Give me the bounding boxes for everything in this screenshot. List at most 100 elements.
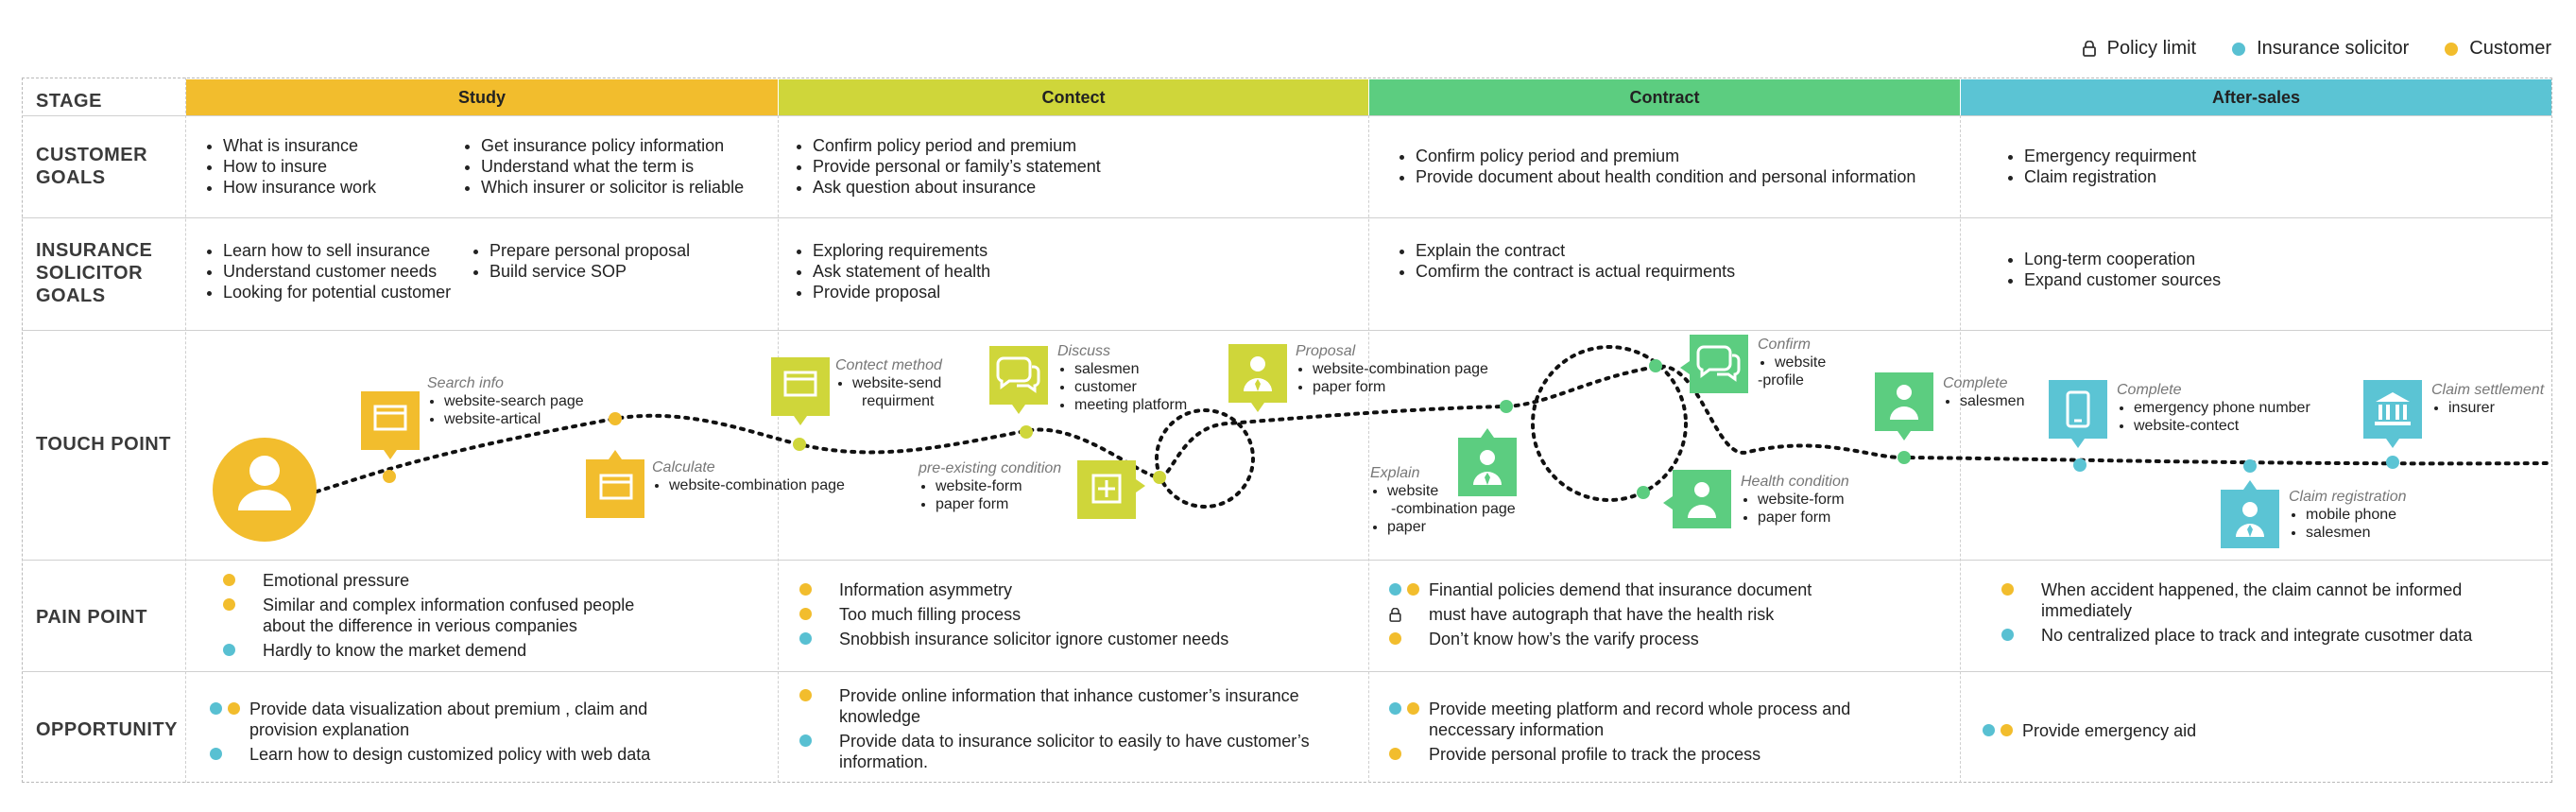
touchpoint-item-continued: -profile [1758,372,1804,389]
touchpoint-item: paper [1387,518,1516,536]
row-label-solicitor-goals: INSURANCE SOLICITOR GOALS [36,239,152,307]
customer-dot-icon [1389,748,1401,760]
goal-item: Looking for potential customer [223,282,451,302]
goal-item: Understand customer needs [223,261,451,282]
stage-contract: Contract [1369,79,1960,115]
row-label-line: GOALS [36,285,106,306]
goal-item: Provide proposal [813,282,990,302]
goal-item: Confirm policy period and premium [813,135,1101,156]
stage-aftersales: After-sales [1961,79,2551,115]
touchpoint-claim-settlement: Claim settlement insurer [2431,381,2544,417]
touchpoint-item-continued: -combination page [1391,501,1516,517]
touchpoint-item: website-contect [2134,417,2310,435]
touchpoint-title: Claim settlement [2431,382,2545,398]
actor-markers [799,629,839,645]
item-text: Finantial policies demend that insurance… [1429,580,1812,599]
touchpoint-item: paper form [1758,509,1849,527]
bank-icon [2363,380,2422,448]
touchpoint-title: Proposal [1296,343,1356,359]
actor-markers [223,570,263,586]
item-text: Provide online information that inhance … [839,686,1299,726]
customer-dot-icon [228,702,240,715]
touchpoint-item-continued: requirment [862,393,935,409]
goal-item: Long-term cooperation [2024,249,2221,269]
customer-dot-icon [799,583,812,596]
actor-markers [799,604,839,620]
legend-insurance-solicitor: Insurance solicitor [2232,38,2409,60]
goal-item: Understand what the term is [481,156,744,177]
customer-dot-icon [799,608,812,620]
item-text: Hardly to know the market demend [263,641,527,660]
column-divider [185,78,186,783]
opportunity-item: Learn how to design customized policy wi… [210,744,682,765]
row-label-line: SOLICITOR [36,263,144,284]
browser-icon [361,391,420,459]
goal-item: How to insure [223,156,376,177]
actor-markers [799,685,839,701]
actor-markers [799,731,839,747]
customer-dot-icon [1407,702,1419,715]
solicitor-dot-icon [2001,629,2014,641]
touchpoint-title: pre-existing condition [919,460,1062,476]
goal-item: Confirm policy period and premium [1416,146,1915,166]
touchpoint-item: website-form [936,477,1061,495]
solicitor-dot-icon [799,632,812,645]
chat-icon [1680,335,1748,393]
journey-dot [1898,451,1911,464]
item-text: Provide personal profile to track the pr… [1429,745,1761,764]
solicitor-dot-icon [210,748,222,760]
journey-dot [2073,458,2087,472]
browser-icon [771,357,830,425]
actor-markers [1389,604,1429,622]
row-label-touch-point: TOUCH POINT [36,434,171,455]
customer-dot-icon [2445,42,2459,56]
touchpoint-title: Explain [1370,465,1420,481]
touchpoint-explain: Explain website -combination page paper [1370,464,1516,536]
pain-points-aftersales: When accident happened, the claim cannot… [2001,579,2531,649]
row-divider [22,671,2552,672]
pain-point-item: Similar and complex information confused… [223,595,667,636]
goal-item: Get insurance policy information [481,135,744,156]
touchpoint-item: salesmen [1074,360,1187,378]
row-divider [22,330,2552,331]
goal-item: Provide personal or family’s statement [813,156,1101,177]
legend-label: Policy limit [2106,38,2197,59]
journey-dot [793,438,806,451]
column-divider [1368,115,1369,783]
row-label-stage: STAGE [36,91,102,112]
solicitor-dot-icon [1983,724,1995,736]
stage-contect: Contect [779,79,1368,115]
chat-icon [989,346,1048,414]
journey-dot [1500,400,1513,413]
actor-markers [2001,579,2041,596]
customer-goals-study-a: What is insurance How to insure How insu… [202,135,376,198]
journey-dot [2243,459,2257,473]
opportunities-contect: Provide online information that inhance … [799,685,1329,776]
journey-dot [1637,486,1650,499]
touchpoint-search-info: Search info website-search page website-… [427,374,584,428]
goal-item: Explain the contract [1416,240,1735,261]
actor-markers [1389,579,1429,596]
customer-goals-aftersales: Emergency requirment Claim registration [2003,146,2196,187]
customer-avatar [213,438,317,542]
row-divider [22,560,2552,561]
goal-item: Comfirm the contract is actual requirmen… [1416,261,1735,282]
goal-item: Ask question about insurance [813,177,1101,198]
person-icon [1875,372,1933,441]
row-label-customer-goals: CUSTOMER GOALS [36,144,147,189]
journey-loop [1155,408,1255,509]
item-text: Don’t know how’s the varify process [1429,630,1699,648]
goal-item: Emergency requirment [2024,146,2196,166]
journey-dot [383,470,396,483]
touchpoint-item: meeting platform [1074,396,1187,414]
touchpoint-item: website-artical [444,410,584,428]
customer-dot-icon [1407,583,1419,596]
lock-icon [2082,41,2096,57]
goal-item: Ask statement of health [813,261,990,282]
touchpoint-item: customer [1074,378,1187,396]
touchpoint-calculate: Calculate website-combination page [652,458,845,494]
agent-icon [1458,428,1517,496]
pain-point-item: Finantial policies demend that insurance… [1389,579,1918,600]
opportunity-item: Provide personal profile to track the pr… [1389,744,1918,765]
